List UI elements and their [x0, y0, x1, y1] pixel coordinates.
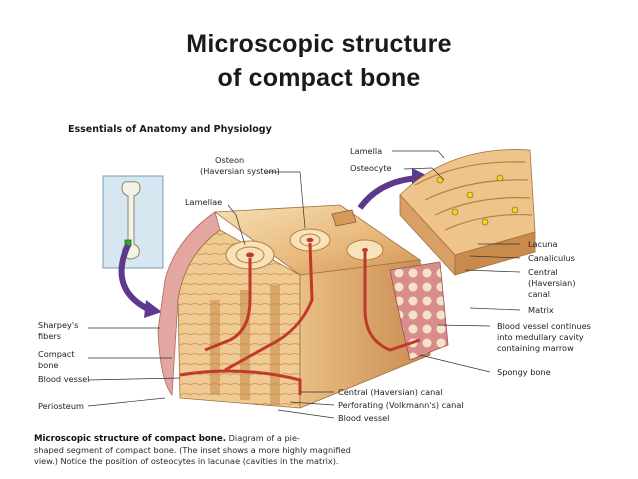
- long-bone-inset: [102, 175, 164, 269]
- compact-bone-block: [157, 204, 449, 409]
- label-matrix: Matrix: [528, 305, 554, 315]
- caption-bold: Microscopic structure of compact bone.: [34, 434, 226, 444]
- label-osteon: Osteon: [215, 155, 244, 165]
- caption-line-2: shaped segment of compact bone. (The ins…: [34, 445, 351, 455]
- label-bv-continues-1: Blood vessel continues: [497, 321, 591, 331]
- leader-lines: [87, 150, 521, 419]
- label-central-1: Central: [528, 267, 558, 277]
- figure-caption: Microscopic structure of compact bone. D…: [34, 433, 554, 467]
- label-lamellae: Lamellae: [185, 197, 222, 207]
- label-perforating-canal: Perforating (Volkmann's) canal: [338, 400, 464, 410]
- label-sharpeys-1: Sharpey's: [38, 320, 78, 330]
- label-spongy-bone: Spongy bone: [497, 367, 551, 377]
- caption-line-3: view.) Notice the position of osteocytes…: [34, 456, 339, 466]
- label-central-canal: Central (Haversian) canal: [338, 387, 443, 397]
- label-periosteum: Periosteum: [38, 401, 84, 411]
- label-compact-1: Compact: [38, 349, 75, 359]
- label-blood-vessel-left: Blood vessel: [38, 374, 89, 384]
- label-bv-continues-3: containing marrow: [497, 343, 574, 353]
- label-blood-vessel-bottom: Blood vessel: [338, 413, 389, 423]
- label-sharpeys-2: fibers: [38, 331, 61, 341]
- book-header: Essentials of Anatomy and Physiology: [68, 124, 272, 135]
- label-lacuna: Lacuna: [528, 239, 557, 249]
- label-osteon-sub: (Haversian system): [200, 166, 280, 176]
- label-canaliculus: Canaliculus: [528, 253, 575, 263]
- caption-line-1: Diagram of a pie-: [228, 433, 300, 443]
- label-lamella: Lamella: [350, 146, 382, 156]
- label-compact-2: bone: [38, 360, 58, 370]
- label-osteocyte: Osteocyte: [350, 163, 392, 173]
- label-central-3: canal: [528, 289, 550, 299]
- label-central-2: (Haversian): [528, 278, 576, 288]
- slide-title-line-2: of compact bone: [217, 64, 421, 92]
- label-bv-continues-2: into medullary cavity: [497, 332, 584, 342]
- slide-title-line-1: Microscopic structure: [186, 30, 452, 58]
- magnified-wedge: [399, 149, 536, 277]
- inset-arrow: [118, 243, 152, 313]
